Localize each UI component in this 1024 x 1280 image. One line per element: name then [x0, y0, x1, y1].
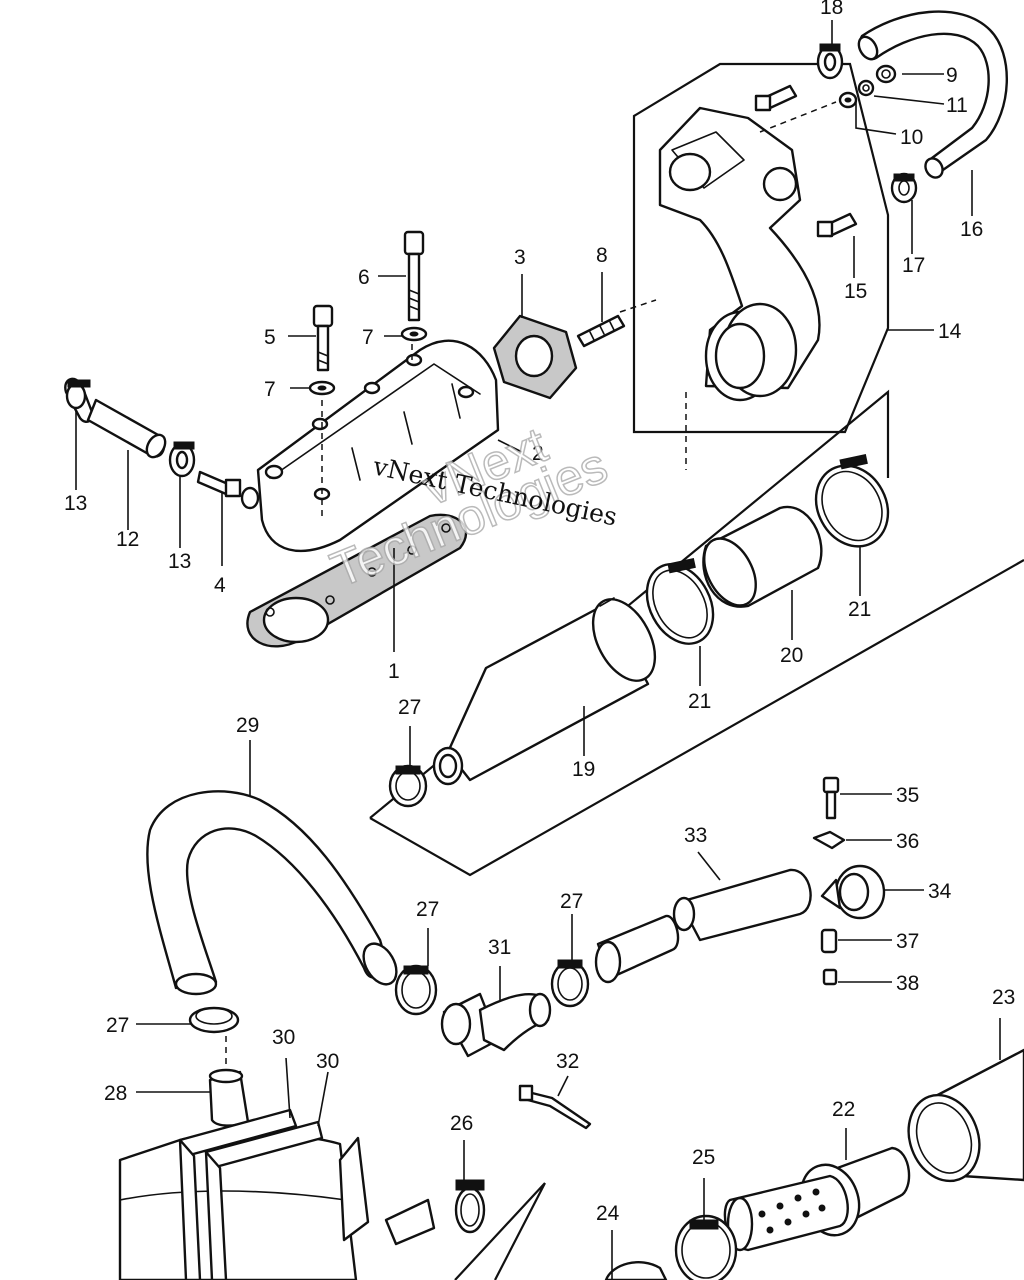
callout-7-lower: 7 — [264, 378, 276, 401]
part-9-nut — [875, 64, 897, 84]
callout-4: 4 — [214, 574, 226, 597]
callout-13-right: 13 — [168, 550, 191, 573]
leader-lines — [75, 20, 1001, 1280]
callout-1: 1 — [388, 660, 400, 683]
part-27-clamp-near-19 — [388, 764, 428, 808]
part-10-washer — [838, 91, 858, 109]
callout-27-top: 27 — [398, 696, 421, 719]
callout-32: 32 — [556, 1050, 579, 1073]
callout-16: 16 — [960, 218, 983, 241]
callout-27-mid-left: 27 — [416, 898, 439, 921]
callout-3: 3 — [514, 246, 526, 269]
part-7-washer-a — [400, 326, 428, 342]
callout-24: 24 — [596, 1202, 620, 1225]
part-3-gasket — [492, 314, 578, 400]
part-15-fitting-lower — [816, 212, 858, 238]
part-14-exhaust-elbow — [658, 106, 821, 402]
part-21-clamp-b — [814, 454, 890, 548]
callout-26: 26 — [450, 1112, 473, 1135]
callout-35: 35 — [896, 784, 919, 807]
part-1-gasket — [246, 513, 468, 648]
part-32-drain-plug — [518, 1084, 592, 1130]
part-25-clamp — [674, 1214, 738, 1280]
resonator-holes — [758, 1188, 826, 1234]
callout-20: 20 — [780, 644, 803, 667]
part-6-bolt-long — [403, 230, 425, 322]
callout-29: 29 — [236, 714, 259, 737]
part-27-clamp-a — [394, 964, 438, 1016]
part-27-clamp-c — [188, 1006, 240, 1034]
part-30-strap-b — [204, 1120, 324, 1280]
part-12-hose — [86, 398, 167, 459]
part-20-sleeve — [702, 505, 823, 608]
callout-27-left: 27 — [106, 1014, 129, 1037]
part-31-elbow — [440, 992, 552, 1058]
part-17-clamp — [890, 172, 918, 204]
callout-labels: 1 2 3 4 5 6 7 7 8 9 10 11 12 13 13 14 15… — [64, 0, 1015, 1225]
part-7-washer-b — [308, 380, 336, 396]
callout-11: 11 — [946, 94, 968, 117]
callout-30-left: 30 — [272, 1026, 295, 1049]
part-2-exhaust-manifold — [240, 339, 500, 553]
part-11-washer — [857, 79, 875, 97]
part-21-clamp-a — [645, 558, 715, 645]
part-33-hose — [594, 868, 812, 984]
part-18-clamp — [816, 43, 844, 80]
callout-6: 6 — [358, 266, 370, 289]
callout-21-left: 21 — [688, 690, 711, 713]
callout-19: 19 — [572, 758, 595, 781]
callout-10: 10 — [900, 126, 923, 149]
callout-30-right: 30 — [316, 1050, 339, 1073]
callout-14: 14 — [938, 320, 962, 343]
callout-37: 37 — [896, 930, 919, 953]
callout-7-upper: 7 — [362, 326, 374, 349]
part-22-resonator — [723, 1146, 911, 1252]
part-26-clamp — [454, 1179, 486, 1234]
part-38-nut — [822, 968, 838, 986]
part-29-hose-u — [146, 790, 398, 996]
callout-27-mid-right: 27 — [560, 890, 583, 913]
assembly-14-bracket — [632, 62, 890, 434]
part-27-clamp-b — [550, 959, 590, 1008]
callout-8: 8 — [596, 244, 608, 267]
muffler-region-bracket — [454, 1182, 546, 1280]
part-13-clamp-right — [168, 441, 196, 478]
part-16-hose — [857, 10, 1008, 179]
callout-23: 23 — [992, 986, 1015, 1009]
part-8-stud — [576, 314, 626, 348]
part-4-bolt — [196, 470, 242, 498]
callout-18: 18 — [820, 0, 843, 19]
callout-13-left: 13 — [64, 492, 87, 515]
part-19-water-box — [432, 597, 657, 786]
part-13-clamp-left — [64, 377, 94, 423]
part-28-muffler — [118, 1068, 436, 1280]
callout-25: 25 — [692, 1146, 715, 1169]
part-fitting-upper — [754, 84, 798, 112]
part-37-spacer — [820, 928, 838, 954]
callout-38: 38 — [896, 972, 919, 995]
callout-31: 31 — [488, 936, 511, 959]
callout-17: 17 — [902, 254, 925, 277]
callout-15: 15 — [844, 280, 867, 303]
callout-33: 33 — [684, 824, 707, 847]
callout-9: 9 — [946, 64, 958, 87]
part-5-bolt-short — [312, 304, 334, 372]
part-30-strap-a — [178, 1108, 298, 1280]
part-23-tail-pipe — [907, 1048, 1024, 1183]
callout-12: 12 — [116, 528, 139, 551]
part-36-bracket — [812, 830, 846, 850]
callout-2: 2 — [532, 442, 544, 465]
part-34-mount — [820, 864, 886, 920]
callout-36: 36 — [896, 830, 919, 853]
part-24-pipe — [604, 1261, 668, 1280]
callout-22: 22 — [832, 1098, 855, 1121]
callout-28: 28 — [104, 1082, 127, 1105]
callout-5: 5 — [264, 326, 276, 349]
callout-21-right: 21 — [848, 598, 871, 621]
callout-34: 34 — [928, 880, 952, 903]
part-35-bolt — [822, 776, 840, 820]
